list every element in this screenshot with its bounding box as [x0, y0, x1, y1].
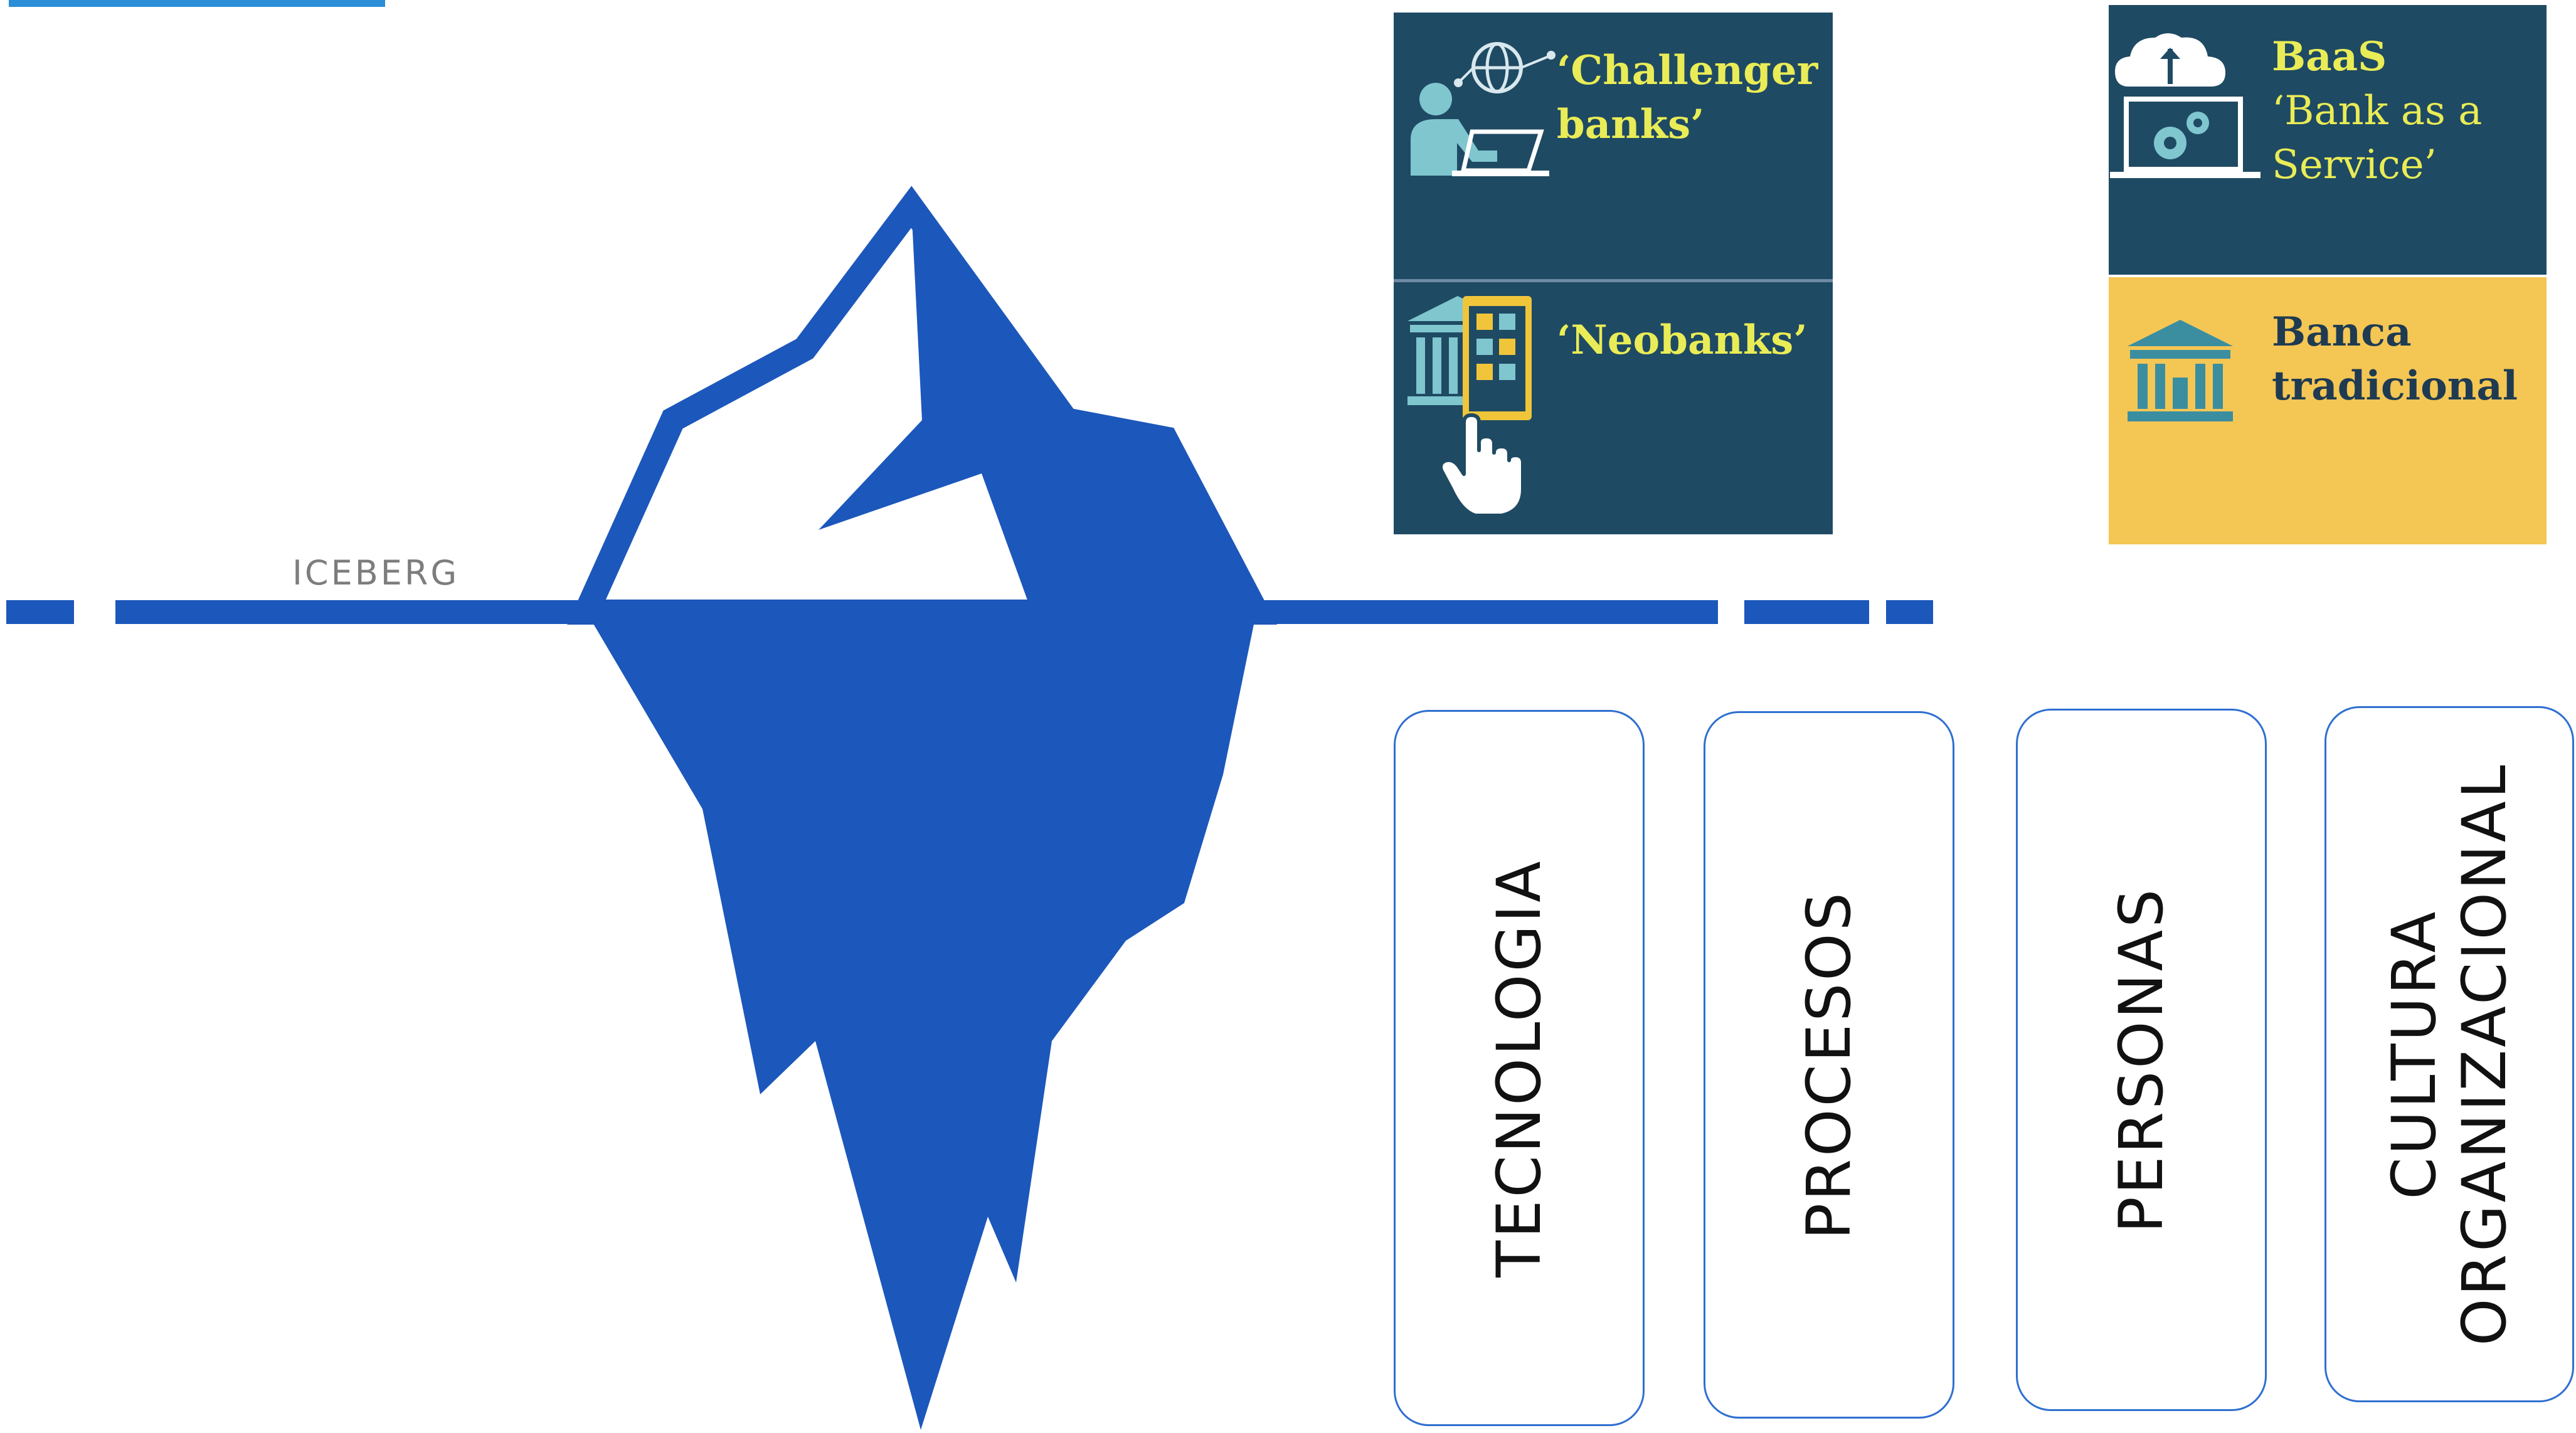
pillar-label: PROCESOS	[1794, 890, 1864, 1240]
pillar-cultura-organizacional: CULTURA ORGANIZACIONAL	[2324, 706, 2574, 1402]
top-accent-bar	[9, 0, 385, 7]
baas-line1: BaaS	[2272, 33, 2387, 80]
person-laptop-globe-icon	[1411, 42, 1556, 176]
bank-phone-pointer-icon	[1407, 296, 1532, 517]
iceberg-submerged	[586, 612, 1256, 1430]
tradicional-line2: tradicional	[2272, 362, 2518, 410]
card-divider	[1394, 279, 1833, 282]
pillar-tecnologia: TECNOLOGIA	[1394, 710, 1645, 1426]
banca-tradicional-panel: Banca tradicional	[2109, 277, 2547, 544]
bank-building-icon	[2128, 320, 2233, 421]
baas-line2: ‘Bank as a	[2272, 88, 2483, 134]
waterline-dash	[1886, 600, 1933, 624]
neobanks-card: ‘Neobanks’	[1394, 282, 1833, 534]
fintech-panel: ‘Challenger banks’	[1394, 13, 1833, 534]
challenger-line2: banks’	[1557, 101, 1705, 148]
iceberg-label: ICEBERG	[292, 553, 460, 593]
neobanks-line1: ‘Neobanks’	[1557, 317, 1808, 364]
challenger-banks-card: ‘Challenger banks’	[1394, 13, 1833, 279]
tradicional-line1: Banca	[2272, 309, 2412, 356]
baas-panel: BaaS ‘Bank as a Service’	[2109, 5, 2547, 275]
waterline-dash	[1744, 600, 1869, 624]
pillar-label: TECNOLOGIA	[1484, 859, 1554, 1277]
waterline-dash	[6, 600, 74, 624]
pillar-label: PERSONAS	[2106, 886, 2176, 1234]
baas-line3: Service’	[2272, 142, 2437, 188]
pillar-procesos: PROCESOS	[1704, 711, 1954, 1419]
challenger-line1: ‘Challenger	[1557, 47, 1818, 94]
pillar-label: CULTURA ORGANIZACIONAL	[2379, 762, 2520, 1346]
pillar-personas: PERSONAS	[2016, 709, 2267, 1411]
iceberg-tip-shade	[819, 207, 1256, 612]
cloud-laptop-gear-icon	[2110, 33, 2261, 178]
